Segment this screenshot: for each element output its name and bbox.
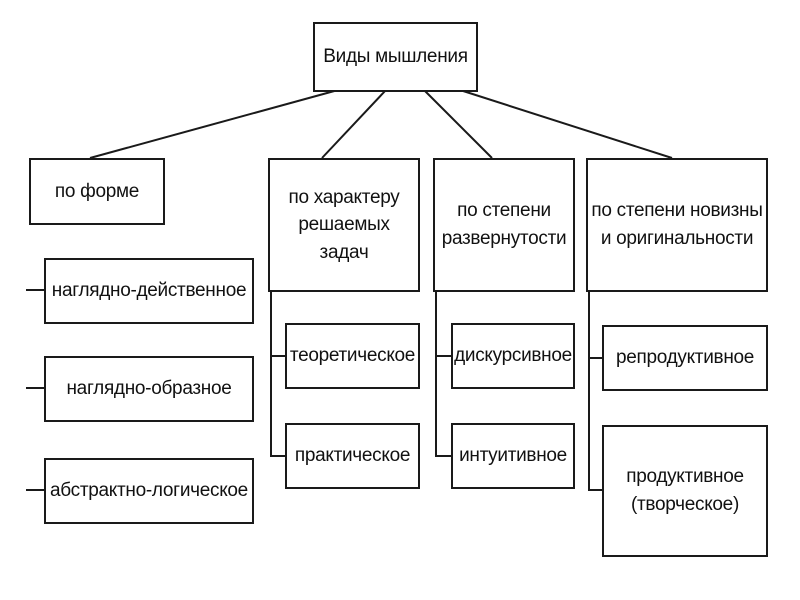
form-item-visual-action-label: наглядно-действенное: [51, 280, 247, 302]
form-item-visual-action: наглядно-действенное: [44, 258, 254, 324]
category-form: по форме: [29, 158, 165, 225]
form-item-visual-figurative-label: наглядно-образное: [66, 378, 232, 400]
form-item-abstract-logical-label: абстрактно-логическое: [50, 480, 248, 502]
novelty-item-reproductive: репродуктивное: [602, 325, 768, 391]
detail-item-discursive-label: дискурсивное: [454, 345, 572, 367]
connector-novelty-items: [588, 292, 602, 491]
task-item-practical-label: практическое: [294, 445, 411, 467]
task-item-practical: практическое: [285, 423, 420, 489]
detail-item-intuitive: интуитивное: [451, 423, 575, 489]
connector-root-to-task: [321, 89, 387, 159]
category-task-nature: по характеру решаемых задач: [268, 158, 420, 292]
root-node: Виды мышления: [313, 22, 478, 92]
connector-task-items: [270, 292, 285, 457]
task-item-theoretical: теоретическое: [285, 323, 420, 389]
form-item-visual-figurative: наглядно-образное: [44, 356, 254, 422]
category-novelty-degree-label: по степени новизны и оригинальности: [591, 200, 763, 249]
category-detail-degree-label: по степени развернутости: [441, 200, 567, 249]
connector-root-to-form: [89, 89, 339, 159]
category-detail-degree: по степени развернутости: [433, 158, 575, 292]
connector-root-to-detail: [423, 89, 493, 159]
detail-item-discursive: дискурсивное: [451, 323, 575, 389]
novelty-item-productive: продуктивное (творческое): [602, 425, 768, 557]
novelty-item-reproductive-label: репродуктивное: [615, 347, 755, 369]
category-form-label: по форме: [54, 180, 140, 202]
novelty-item-productive-label: продуктивное (творческое): [626, 466, 744, 515]
connector-detail-items: [435, 292, 451, 457]
category-novelty-degree: по степени новизны и оригинальности: [586, 158, 768, 292]
connector-root-to-novelty: [459, 89, 673, 159]
detail-item-intuitive-label: интуитивное: [459, 445, 567, 467]
task-item-theoretical-label: теоретическое: [289, 345, 416, 367]
form-item-abstract-logical: абстрактно-логическое: [44, 458, 254, 524]
category-task-nature-label: по характеру решаемых задач: [288, 186, 400, 263]
root-node-label: Виды мышления: [323, 46, 468, 68]
